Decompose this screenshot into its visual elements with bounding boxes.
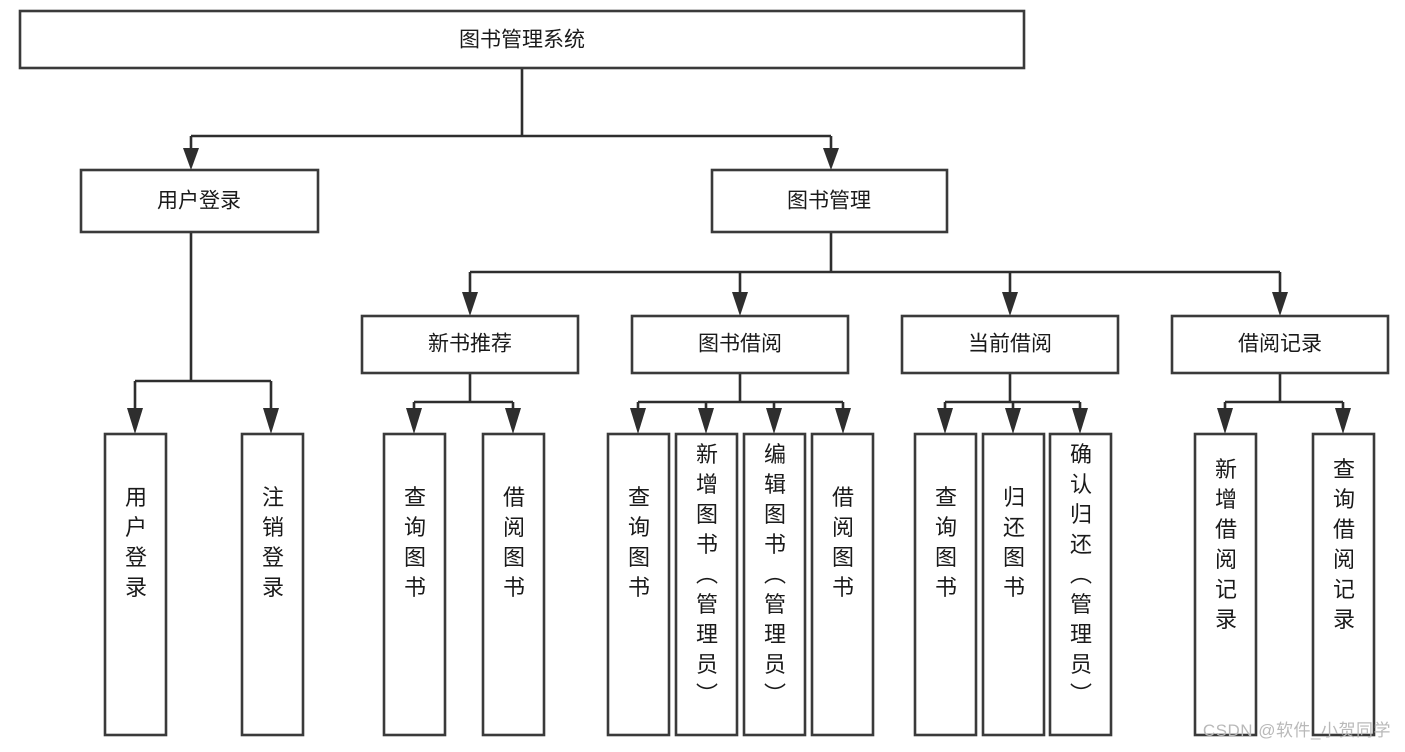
node-current-borrow-label: 当前借阅 bbox=[968, 333, 1052, 356]
arrowhead-leaf-logout-login bbox=[263, 408, 279, 434]
node-book-manage-label: 图书管理 bbox=[787, 190, 871, 213]
arrowhead-leaf-confirm-return bbox=[1072, 408, 1088, 434]
arrowhead-leaf-add-book bbox=[698, 408, 714, 434]
node-leaf-logout-login[interactable]: 注销登录 bbox=[240, 432, 305, 737]
arrowhead-new-book-recommend bbox=[462, 292, 478, 316]
node-new-book-recommend-label: 新书推荐 bbox=[428, 333, 512, 356]
node-leaf-query-book-3-label: 查询图书 bbox=[935, 485, 957, 600]
node-leaf-query-book-1[interactable]: 查询图书 bbox=[382, 432, 447, 737]
arrowhead-leaf-query-book-2 bbox=[630, 408, 646, 434]
node-leaf-logout-login-label: 注销登录 bbox=[262, 485, 284, 600]
node-leaf-edit-book-label: 编辑图书︵管理员︶ bbox=[764, 442, 786, 707]
node-leaf-add-borrow-record-box[interactable] bbox=[1193, 432, 1258, 737]
node-leaf-user-login[interactable]: 用户登录 bbox=[103, 432, 168, 737]
node-borrow-record-label: 借阅记录 bbox=[1238, 333, 1322, 356]
node-new-book-recommend-box[interactable] bbox=[360, 314, 580, 375]
arrowhead-leaf-query-borrow-record bbox=[1335, 408, 1351, 434]
node-leaf-confirm-return-label: 确认归还︵管理员︶ bbox=[1070, 442, 1092, 707]
node-leaf-borrow-book-2-label: 借阅图书 bbox=[832, 485, 854, 600]
arrowhead-current-borrow bbox=[1002, 292, 1018, 316]
node-root-box[interactable] bbox=[18, 9, 1026, 70]
node-current-borrow[interactable]: 当前借阅 bbox=[900, 314, 1120, 375]
node-borrow-record-box[interactable] bbox=[1170, 314, 1390, 375]
node-leaf-edit-book-box[interactable] bbox=[742, 432, 807, 737]
node-leaf-query-book-1-label: 查询图书 bbox=[404, 485, 426, 600]
node-leaf-borrow-book-1-box[interactable] bbox=[481, 432, 546, 737]
arrowhead-leaf-borrow-book-2 bbox=[835, 408, 851, 434]
node-leaf-query-borrow-record[interactable]: 查询借阅记录 bbox=[1311, 432, 1376, 737]
node-leaf-query-book-2[interactable]: 查询图书 bbox=[606, 432, 671, 737]
node-current-borrow-box[interactable] bbox=[900, 314, 1120, 375]
node-leaf-logout-login-box[interactable] bbox=[240, 432, 305, 737]
node-leaf-borrow-book-2-box[interactable] bbox=[810, 432, 875, 737]
node-leaf-user-login-box[interactable] bbox=[103, 432, 168, 737]
arrowhead-borrow-record bbox=[1272, 292, 1288, 316]
node-leaf-add-borrow-record[interactable]: 新增借阅记录 bbox=[1193, 432, 1258, 737]
node-book-manage-box[interactable] bbox=[710, 168, 949, 234]
node-book-borrow-label: 图书借阅 bbox=[698, 333, 782, 356]
node-leaf-edit-book[interactable]: 编辑图书︵管理员︶ bbox=[742, 432, 807, 737]
node-leaf-query-borrow-record-box[interactable] bbox=[1311, 432, 1376, 737]
node-root-label: 图书管理系统 bbox=[459, 29, 585, 52]
node-leaf-confirm-return[interactable]: 确认归还︵管理员︶ bbox=[1048, 432, 1113, 737]
node-root[interactable]: 图书管理系统 bbox=[18, 9, 1026, 70]
node-leaf-return-book-label: 归还图书 bbox=[1003, 485, 1025, 600]
node-leaf-return-book-box[interactable] bbox=[981, 432, 1046, 737]
node-leaf-query-borrow-record-label: 查询借阅记录 bbox=[1333, 457, 1355, 632]
node-borrow-record[interactable]: 借阅记录 bbox=[1170, 314, 1390, 375]
node-leaf-add-borrow-record-label: 新增借阅记录 bbox=[1215, 457, 1237, 632]
arrowhead-leaf-user-login bbox=[127, 408, 143, 434]
node-leaf-query-book-3[interactable]: 查询图书 bbox=[913, 432, 978, 737]
node-leaf-borrow-book-1[interactable]: 借阅图书 bbox=[481, 432, 546, 737]
node-leaf-confirm-return-box[interactable] bbox=[1048, 432, 1113, 737]
csdn-watermark: CSDN @软件_小贺同学 bbox=[1202, 721, 1391, 740]
node-user-login-label: 用户登录 bbox=[157, 190, 241, 213]
node-leaf-query-book-3-box[interactable] bbox=[913, 432, 978, 737]
node-leaf-add-book-box[interactable] bbox=[674, 432, 739, 737]
arrowhead-leaf-add-borrow-record bbox=[1217, 408, 1233, 434]
node-leaf-borrow-book-1-label: 借阅图书 bbox=[503, 485, 525, 600]
arrowhead-user-login bbox=[183, 148, 199, 170]
node-leaf-add-book[interactable]: 新增图书︵管理员︶ bbox=[674, 432, 739, 737]
arrowhead-leaf-query-book-3 bbox=[937, 408, 953, 434]
node-book-borrow[interactable]: 图书借阅 bbox=[630, 314, 850, 375]
node-book-borrow-box[interactable] bbox=[630, 314, 850, 375]
node-leaf-borrow-book-2[interactable]: 借阅图书 bbox=[810, 432, 875, 737]
arrowhead-book-borrow bbox=[732, 292, 748, 316]
arrowhead-book-manage bbox=[823, 148, 839, 170]
node-new-book-recommend[interactable]: 新书推荐 bbox=[360, 314, 580, 375]
arrowhead-leaf-edit-book bbox=[766, 408, 782, 434]
node-leaf-query-book-2-box[interactable] bbox=[606, 432, 671, 737]
arrowhead-leaf-return-book bbox=[1005, 408, 1021, 434]
node-leaf-return-book[interactable]: 归还图书 bbox=[981, 432, 1046, 737]
node-user-login[interactable]: 用户登录 bbox=[79, 168, 320, 234]
node-leaf-user-login-label: 用户登录 bbox=[125, 485, 147, 600]
arrowhead-leaf-query-book-1 bbox=[406, 408, 422, 434]
node-leaf-query-book-1-box[interactable] bbox=[382, 432, 447, 737]
node-user-login-box[interactable] bbox=[79, 168, 320, 234]
node-leaf-add-book-label: 新增图书︵管理员︶ bbox=[696, 442, 718, 707]
arrowhead-leaf-borrow-book-1 bbox=[505, 408, 521, 434]
node-book-manage[interactable]: 图书管理 bbox=[710, 168, 949, 234]
edge-layer bbox=[127, 68, 1351, 434]
node-leaf-query-book-2-label: 查询图书 bbox=[628, 485, 650, 600]
